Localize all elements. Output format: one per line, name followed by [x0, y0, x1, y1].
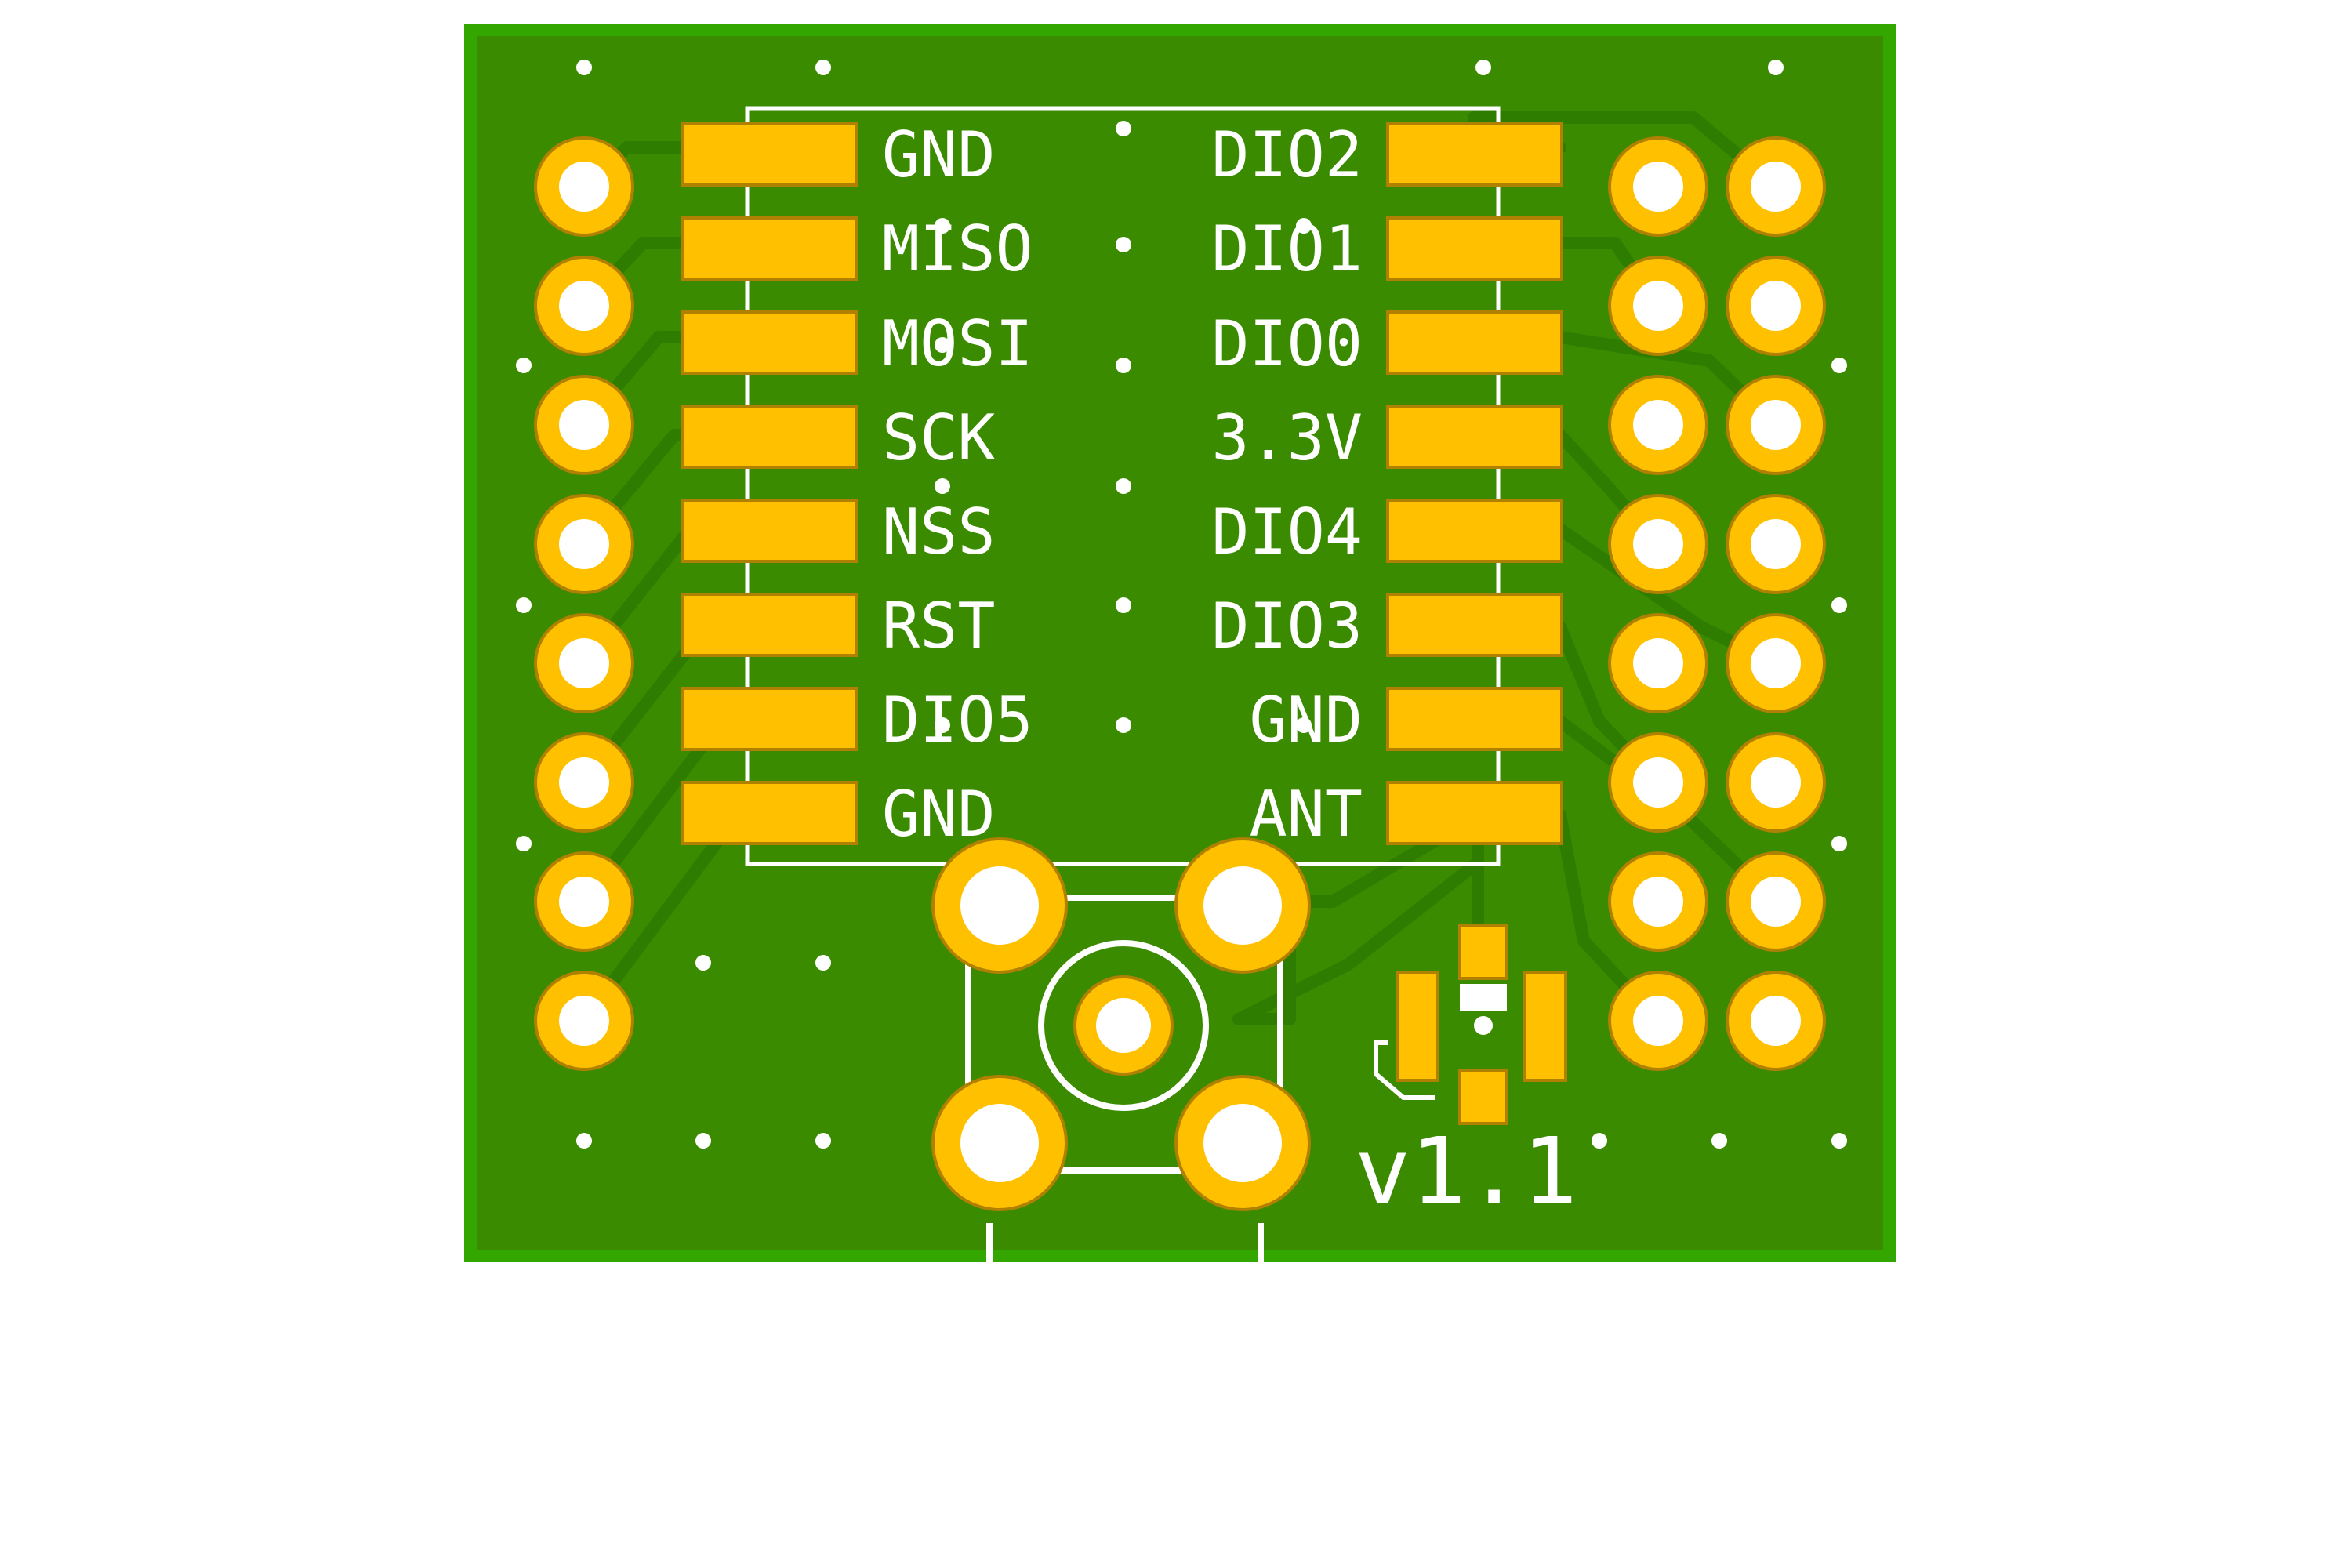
vias [516, 60, 1847, 1149]
left-pin-label-4: SCK [882, 401, 996, 474]
right-pin-labels: DIO2 DIO1 DIO0 3.3V DIO4 DIO3 GND ANT [1211, 118, 1363, 851]
left-pin-label-2: MISO [882, 212, 1033, 285]
module-left-pads [681, 122, 858, 845]
right-pin-label-1: DIO2 [1211, 118, 1363, 191]
right-pin-label-3: DIO0 [1211, 307, 1363, 380]
left-pin-labels: GND MISO MOSI SCK NSS RST DIO5 GND [882, 118, 1033, 851]
left-pin-label-6: RST [882, 590, 996, 662]
right-pin-label-5: DIO4 [1211, 495, 1363, 568]
module-right-pads [1386, 122, 1563, 845]
right-pin-label-6: DIO3 [1211, 590, 1363, 662]
left-header-pins [534, 136, 634, 1071]
sma-silkscreen-outline [965, 895, 1283, 1174]
sma-edge-connector-icon [931, 837, 1311, 1262]
right-pin-label-4: 3.3V [1211, 401, 1363, 474]
left-pin-label-1: GND [882, 118, 996, 191]
left-pin-label-8: GND [882, 778, 996, 851]
left-pin-label-3: MOSI [882, 307, 1033, 380]
right-header-pins [1608, 136, 1826, 1071]
smd-component-icon [1374, 924, 1567, 1125]
left-pin-label-5: NSS [882, 495, 996, 568]
module-silkscreen-outline [745, 106, 1501, 866]
right-pin-label-2: DIO1 [1211, 212, 1363, 285]
board-version-label: v1.1 [1355, 1117, 1577, 1225]
right-pin-label-8: ANT [1250, 778, 1363, 851]
left-pin-label-7: DIO5 [882, 684, 1033, 757]
